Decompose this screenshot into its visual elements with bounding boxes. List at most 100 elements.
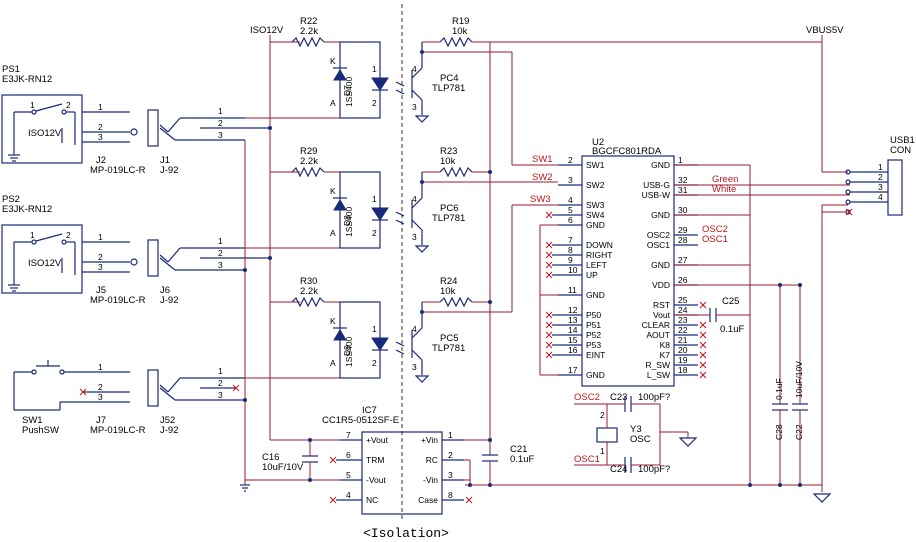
- svg-text:2: 2: [98, 122, 103, 132]
- ic7-pin-name: NC: [366, 495, 378, 505]
- net-osc2: OSC2: [574, 392, 600, 403]
- ps2-ref: PS2: [2, 194, 20, 205]
- d9-diode: [333, 327, 347, 341]
- svg-text:1: 1: [98, 232, 103, 242]
- y3-ref: Y3: [630, 424, 642, 435]
- usb1-pin-num: 1: [878, 162, 883, 172]
- no-connect-mark: [699, 301, 707, 309]
- c22-value: 10uF/10V: [794, 361, 804, 398]
- u2-pin-num: 21: [678, 335, 688, 345]
- no-connect-mark: [845, 208, 853, 216]
- u2-pin-name: Vout: [653, 310, 671, 320]
- r24-value: 10k: [440, 286, 456, 297]
- u2-pin-num: 26: [678, 275, 688, 285]
- pc4-value: TLP781: [432, 83, 465, 94]
- usb1-ref: USB1: [890, 135, 915, 146]
- u2-pin-name: GND: [651, 260, 670, 270]
- u2-pin-num: 13: [568, 315, 578, 325]
- j6-ref: J6: [160, 285, 170, 296]
- ic7-pin-num: 1: [448, 430, 453, 440]
- r29-resistor: [291, 166, 325, 178]
- no-connect-mark: [699, 351, 707, 359]
- no-connect-mark: [545, 341, 553, 349]
- u2-pin-num: 2: [568, 155, 573, 165]
- u2-pin-num: 23: [678, 315, 688, 325]
- sw1-pushbutton: [13, 360, 130, 411]
- ic7-value: CC1R5-0512SF-E: [322, 415, 399, 426]
- svg-text:3: 3: [218, 390, 223, 400]
- u2-pin-name: GND: [586, 370, 605, 380]
- j52-jack: [147, 369, 245, 407]
- y3-crystal: [596, 427, 618, 443]
- no-connect-mark: [465, 496, 473, 504]
- ic7-pin-num: 7: [346, 430, 351, 440]
- d7-diode: [333, 67, 347, 81]
- u2-pin-num: 17: [568, 365, 578, 375]
- u2-pin-num: 19: [678, 355, 688, 365]
- svg-text:1: 1: [30, 100, 35, 110]
- svg-text:K: K: [330, 56, 336, 66]
- ic7-pin-name: RC: [426, 455, 438, 465]
- no-connect-mark: [699, 371, 707, 379]
- d8-value: 1SS400: [344, 206, 354, 237]
- u2-pin-name: SW1: [586, 160, 605, 170]
- ic7-pin-name: +Vout: [366, 435, 389, 445]
- svg-text:3: 3: [98, 132, 103, 142]
- svg-text:3: 3: [218, 130, 223, 140]
- u2-pin-name: R_SW: [645, 360, 670, 370]
- u2-pin-num: 7: [568, 235, 573, 245]
- ic7-pin-name: Case: [418, 495, 438, 505]
- d9-ref: D9: [342, 345, 352, 356]
- u2-pin-name: GND: [651, 160, 670, 170]
- u2-pin-name: CLEAR: [642, 320, 670, 330]
- pc4-led: [371, 77, 389, 91]
- c16-value: 10uF/10V: [262, 462, 304, 473]
- j5-ref: J5: [96, 285, 106, 296]
- svg-text:2: 2: [66, 230, 71, 240]
- u2-pin-num: 22: [678, 325, 688, 335]
- svg-text:K: K: [330, 316, 336, 326]
- u2-pin-name: GND: [586, 220, 605, 230]
- u2-pin-name: RST: [653, 300, 670, 310]
- c25-value: 0.1uF: [720, 324, 744, 335]
- no-connect-mark: [329, 496, 337, 504]
- usb1-pin-num: 3: [878, 182, 883, 192]
- svg-text:3: 3: [98, 262, 103, 272]
- net-white: White: [712, 184, 736, 195]
- ic7-ref: IC7: [362, 405, 377, 416]
- net-osc2-u2: OSC2: [702, 224, 728, 235]
- r29-ref: R29: [300, 146, 317, 157]
- svg-text:A: A: [330, 228, 336, 238]
- u2-pin-num: 24: [678, 305, 688, 315]
- svg-text:3: 3: [412, 102, 417, 112]
- r24-ref: R24: [440, 276, 457, 287]
- pc6-led: [371, 207, 389, 221]
- r23-ref: R23: [440, 146, 457, 157]
- usb1-value: CON: [890, 145, 911, 156]
- c21-ref: C21: [510, 444, 527, 455]
- net-green: Green: [712, 174, 738, 185]
- u2-pin-name: P51: [586, 320, 601, 330]
- ic7-pin-num: 4: [346, 490, 351, 500]
- ps1-ref: PS1: [2, 64, 20, 75]
- u2-pin-name: P50: [586, 310, 601, 320]
- no-connect-mark: [699, 321, 707, 329]
- ic7-pin-name: -Vin: [423, 475, 438, 485]
- u2-pin-name: P52: [586, 330, 601, 340]
- u2-pin-name: LEFT: [586, 260, 607, 270]
- u2-pin-num: 10: [568, 265, 578, 275]
- c16-ref: C16: [262, 452, 279, 463]
- r19-resistor: [439, 36, 473, 48]
- d9-value: 1SS400: [344, 336, 354, 367]
- u2-pin-num: 29: [678, 225, 688, 235]
- usb1-pin-num: 4: [878, 192, 883, 202]
- no-connect-mark: [545, 271, 553, 279]
- svg-text:1: 1: [372, 194, 377, 204]
- d8-diode: [333, 197, 347, 211]
- sw1-ref: SW1: [22, 415, 43, 426]
- usb1-pin-num: 2: [878, 172, 883, 182]
